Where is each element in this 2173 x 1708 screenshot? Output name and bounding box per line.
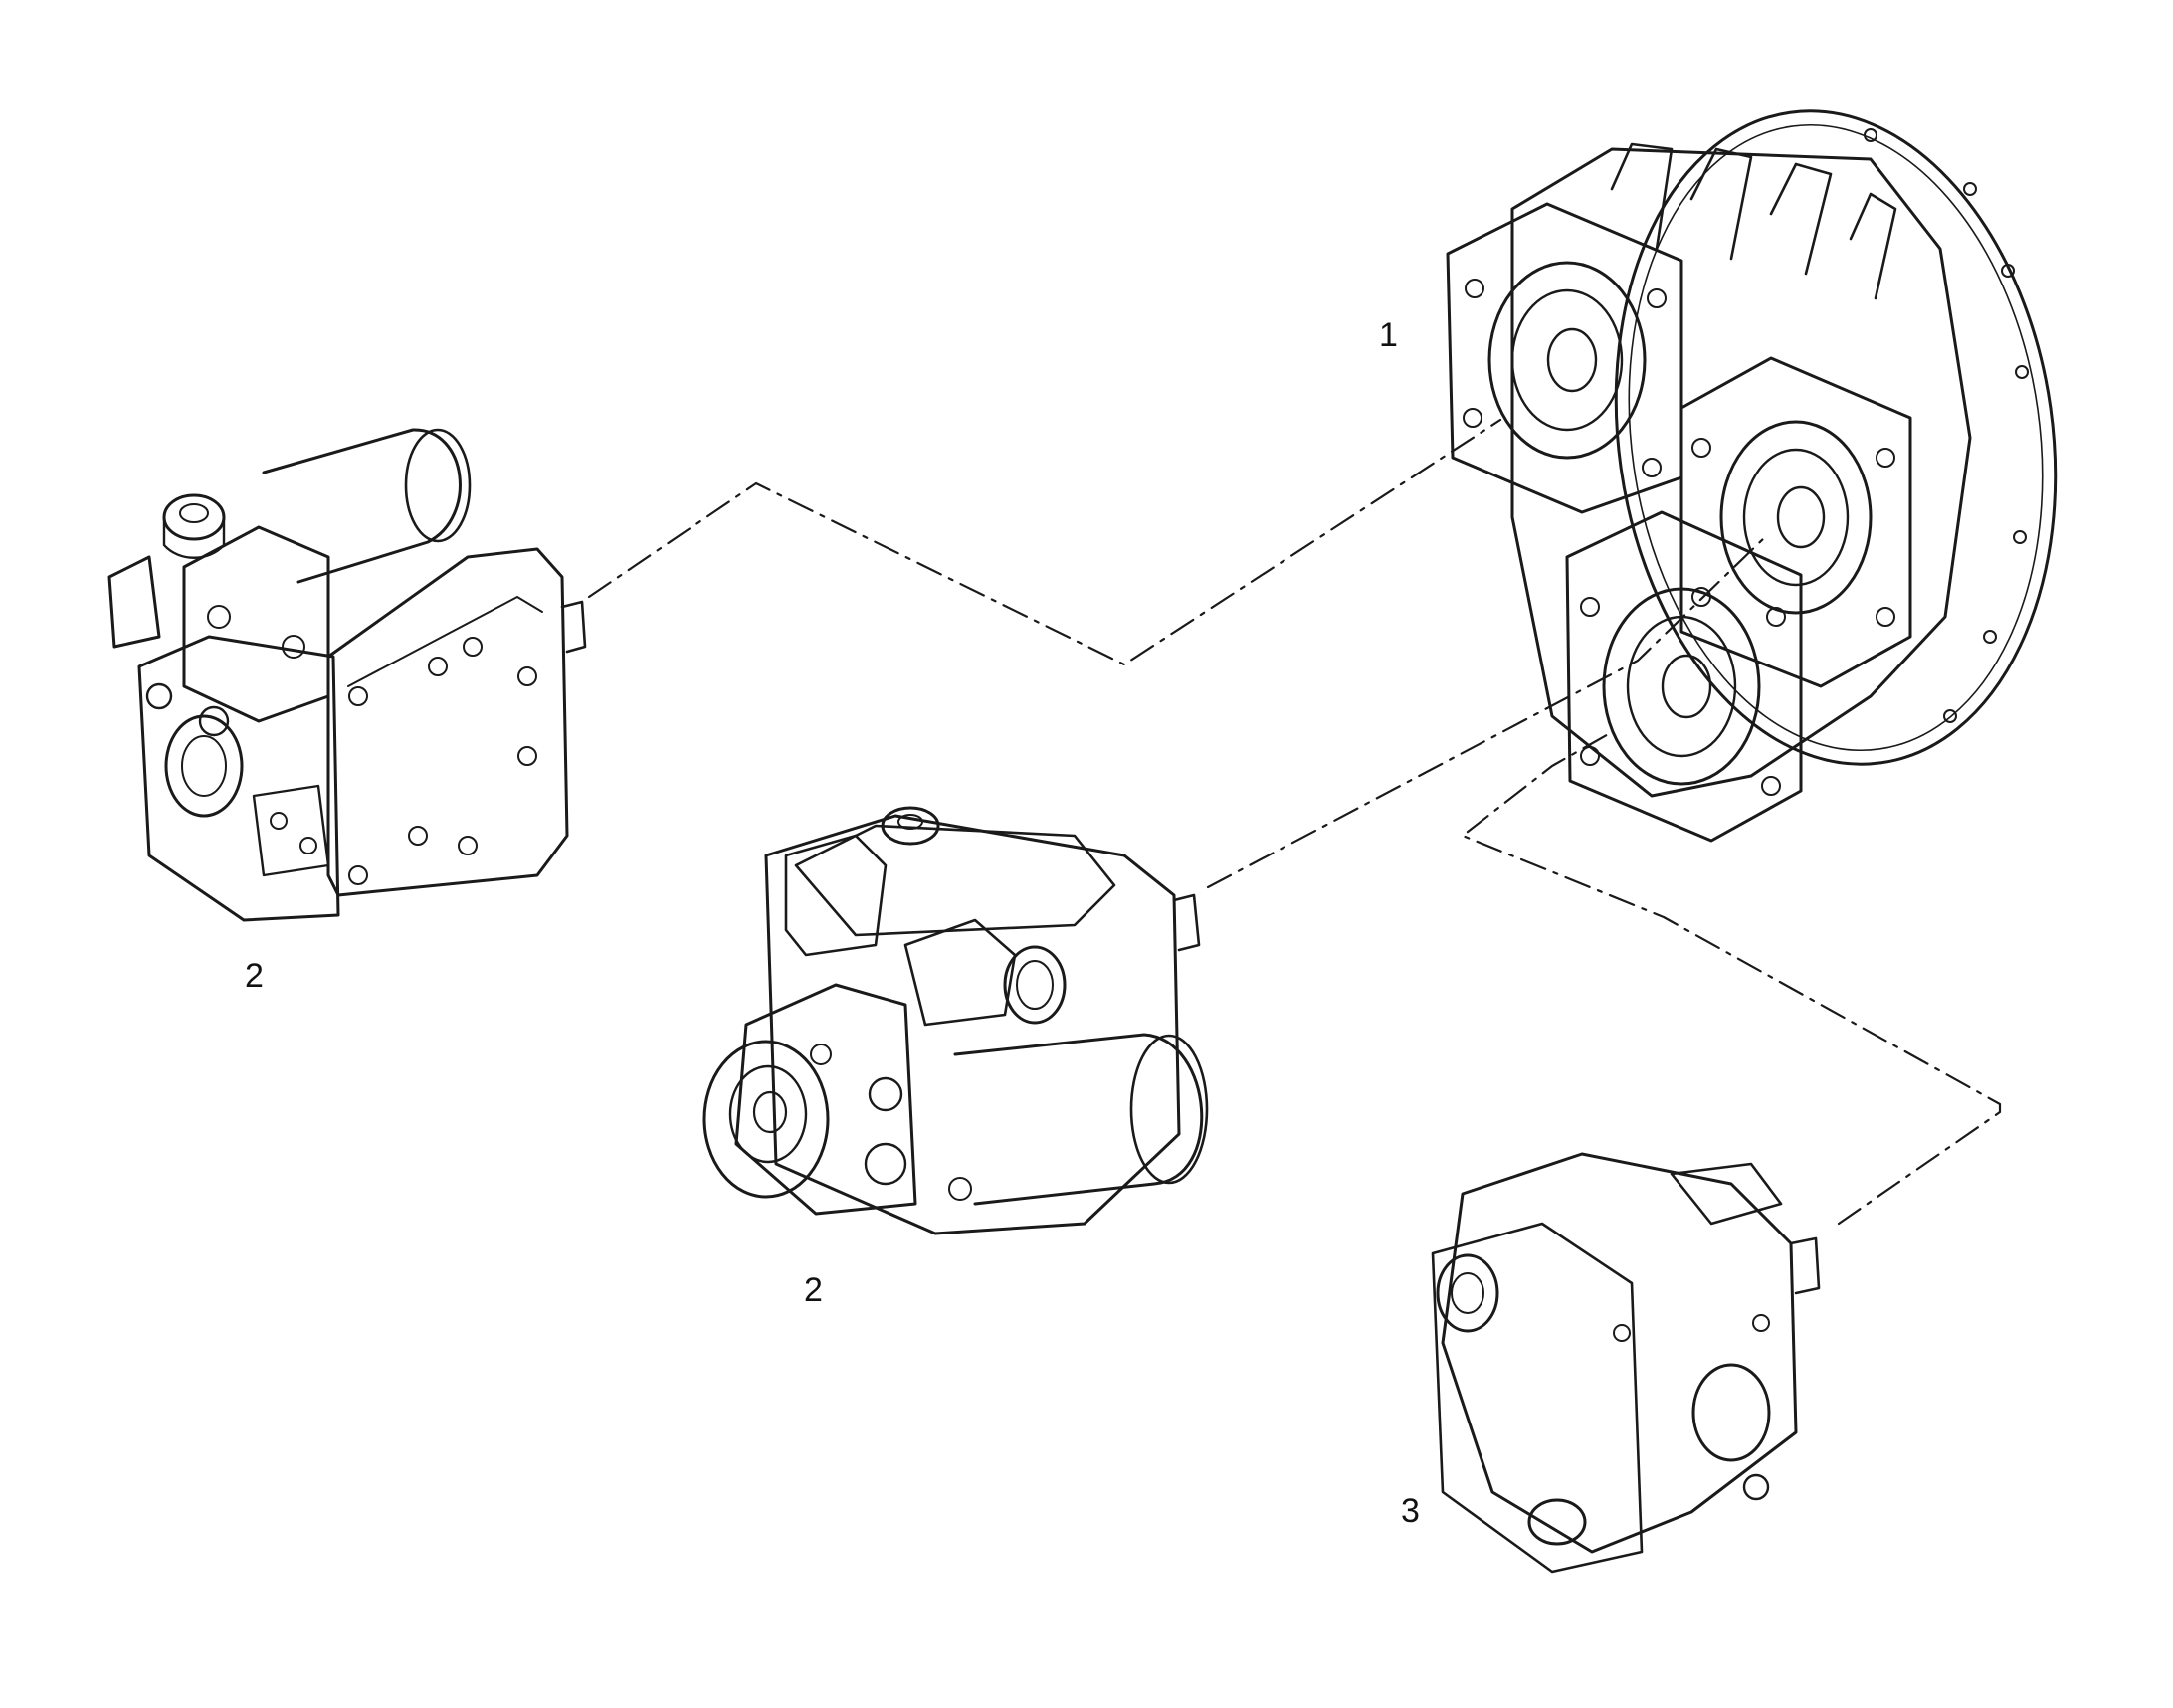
gearbox-housing [1510, 147, 1972, 798]
motor-inspection-cover [1691, 1363, 1771, 1462]
pump-left-housing [326, 547, 569, 897]
pump-left-bracket [107, 555, 161, 649]
pump-center-top-valve [794, 824, 1116, 937]
gearbox-rear-flange-rim [1628, 123, 2044, 752]
motor-mount-boss [1436, 1253, 1499, 1333]
flange-bolt-holes [1864, 128, 2029, 723]
pump-center-drive-pulley [702, 1040, 830, 1199]
pump-left-adjuster [162, 493, 226, 559]
callout-gearbox: 1 [1379, 316, 1398, 354]
motor-end-plate [1431, 1222, 1644, 1574]
gearbox-ribs [1610, 142, 1897, 300]
motor-lower-port [1527, 1498, 1587, 1546]
leader-motor-to-gearbox [1461, 730, 2002, 1226]
hydraulic-motor [1431, 1152, 1821, 1574]
callout-motor: 3 [1401, 1492, 1420, 1530]
gearbox-rear-flange [1614, 109, 2058, 766]
transfer-gearbox [1446, 109, 2058, 843]
pump-center-solenoid [953, 1033, 1204, 1206]
assembly-leader-lines [587, 418, 2002, 1226]
pump-center-port-plate [734, 983, 917, 1216]
callout-pump-left: 2 [245, 957, 264, 995]
pump-center-shaft [1172, 893, 1201, 952]
pump-left-control-block [182, 525, 330, 723]
pump-left-port [164, 714, 244, 818]
pump-left-shaft [560, 600, 587, 654]
pad-lower-pilot [1602, 587, 1761, 786]
motor-housing [1441, 1152, 1798, 1554]
pad-lower-shaft-spline [1661, 654, 1712, 719]
pump-center-control-block [903, 918, 1017, 1027]
pad-right-shaft-spline [1776, 485, 1826, 549]
pad-right-pilot [1719, 420, 1873, 615]
pump-center-left-block [784, 834, 888, 957]
pad-upper-pilot [1487, 261, 1647, 460]
gearbox-pad-lower [1565, 510, 1803, 843]
pump-left-solenoid [262, 428, 462, 584]
motor-top-flange [1670, 1162, 1783, 1226]
gearbox-pad-right [1679, 356, 1912, 688]
pump-center-top-cap [881, 806, 940, 846]
pump-center-pressure-coil [1003, 945, 1067, 1025]
hydraulic-pump-center [702, 806, 1209, 1235]
pad-upper-shaft-spline [1546, 327, 1598, 393]
pump-left-cover-bolts [348, 637, 537, 885]
gearbox-pad-upper [1446, 202, 1683, 514]
callout-pump-center: 2 [804, 1271, 823, 1309]
leader-pump-left-to-gearbox [587, 418, 1502, 666]
pump-center-housing [764, 814, 1181, 1235]
motor-shaft [1789, 1236, 1821, 1295]
hydraulic-pump-left [107, 428, 587, 922]
pump-left-end-plate [137, 635, 340, 922]
leader-pump-center-to-gearbox [1206, 535, 1767, 889]
